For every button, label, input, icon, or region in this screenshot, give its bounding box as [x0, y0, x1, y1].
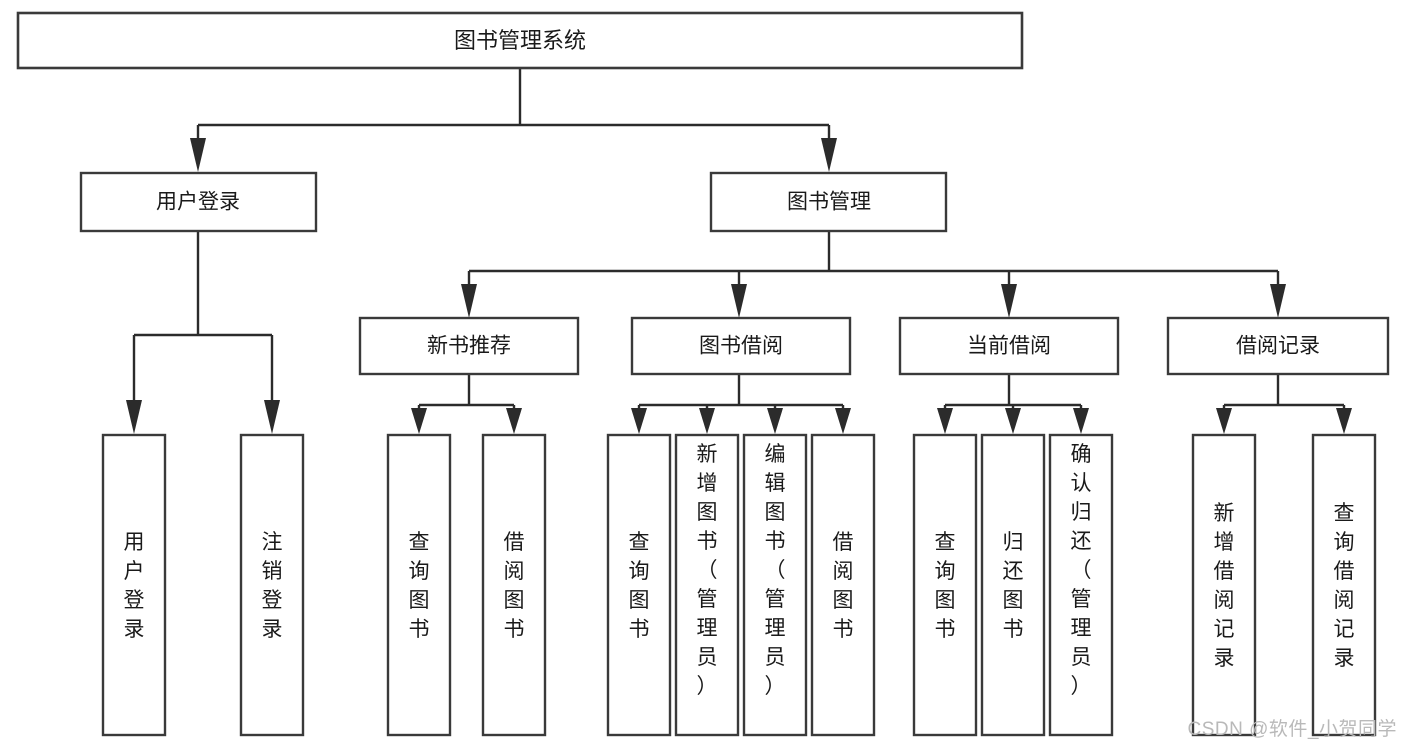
connectors-layer	[126, 68, 1352, 434]
node-box[interactable]	[1048, 433, 1114, 737]
node-book-management[interactable]: 图书管理	[709, 171, 948, 233]
node-box[interactable]	[980, 433, 1046, 737]
node-box[interactable]	[16, 11, 1024, 70]
arrow-head-icon	[835, 408, 851, 434]
arrow-head-icon	[767, 408, 783, 434]
leaf-node-query-book-current[interactable]: 查询图书	[912, 433, 978, 737]
node-box[interactable]	[386, 433, 452, 737]
leaf-label-vertical: 确认归还（管理员）	[1071, 443, 1092, 698]
node-borrow-record[interactable]: 借阅记录	[1166, 316, 1390, 376]
leaf-node-query-book-recommend[interactable]: 查询图书	[386, 433, 452, 737]
node-box[interactable]	[101, 433, 167, 737]
arrow-head-icon	[1270, 284, 1286, 318]
arrow-head-icon	[699, 408, 715, 434]
node-user-login[interactable]: 用户登录	[79, 171, 318, 233]
leaf-node-user-login[interactable]: 用户登录	[101, 433, 167, 737]
leaf-node-borrow-book-recommend[interactable]: 借阅图书	[481, 433, 547, 737]
node-label: 新书推荐	[427, 335, 511, 358]
connector-record-to-leaves	[1216, 374, 1352, 434]
node-box[interactable]	[742, 433, 808, 737]
leaf-node-borrow-book[interactable]: 借阅图书	[810, 433, 876, 737]
leaf-node-add-book-admin[interactable]: 新增图书（管理员）	[674, 433, 740, 737]
arrow-head-icon	[411, 408, 427, 434]
leaf-node-query-book-borrow[interactable]: 查询图书	[606, 433, 672, 737]
node-label: 图书管理系统	[454, 28, 586, 53]
node-box[interactable]	[481, 433, 547, 737]
arrow-head-icon	[821, 138, 837, 172]
node-box[interactable]	[1311, 433, 1377, 737]
leaf-label-vertical: 归还图书	[1003, 531, 1024, 641]
leaf-label-vertical: 借阅图书	[504, 531, 525, 641]
leaf-label-vertical: 用户登录	[124, 531, 145, 641]
connector-userlogin-to-leaves	[126, 231, 280, 434]
arrow-head-icon	[937, 408, 953, 434]
connector-borrow-to-leaves	[631, 374, 851, 434]
leaf-label-vertical: 借阅图书	[833, 531, 854, 641]
connector-current-to-leaves	[937, 374, 1089, 434]
node-label: 当前借阅	[967, 335, 1051, 358]
arrow-head-icon	[1001, 284, 1017, 318]
node-current-borrow[interactable]: 当前借阅	[898, 316, 1120, 376]
node-box[interactable]	[606, 433, 672, 737]
arrow-head-icon	[264, 400, 280, 434]
node-box[interactable]	[239, 433, 305, 737]
node-box[interactable]	[709, 171, 948, 233]
leaf-label-vertical: 新增借阅记录	[1214, 502, 1235, 670]
leaf-label-vertical: 编辑图书（管理员）	[765, 443, 786, 698]
node-label: 用户登录	[156, 191, 240, 214]
arrow-head-icon	[1216, 408, 1232, 434]
node-box[interactable]	[630, 316, 852, 376]
arrow-head-icon	[1005, 408, 1021, 434]
leaf-node-return-book[interactable]: 归还图书	[980, 433, 1046, 737]
arrow-head-icon	[126, 400, 142, 434]
arrow-head-icon	[631, 408, 647, 434]
node-label: 图书管理	[787, 191, 871, 214]
leaf-node-edit-book-admin[interactable]: 编辑图书（管理员）	[742, 433, 808, 737]
node-box[interactable]	[912, 433, 978, 737]
arrow-head-icon	[1336, 408, 1352, 434]
leaf-label-vertical: 新增图书（管理员）	[697, 443, 718, 698]
node-box[interactable]	[1191, 433, 1257, 737]
node-box[interactable]	[79, 171, 318, 233]
node-box[interactable]	[674, 433, 740, 737]
node-box[interactable]	[1166, 316, 1390, 376]
arrow-head-icon	[506, 408, 522, 434]
leaf-label-vertical: 注销登录	[262, 531, 283, 641]
nodes-layer: 图书管理系统 用户登录 图书管理 新书推荐 图书借阅	[16, 11, 1390, 737]
leaf-node-add-borrow-record[interactable]: 新增借阅记录	[1191, 433, 1257, 737]
leaf-label-vertical: 查询图书	[409, 531, 430, 641]
leaf-node-confirm-return-admin[interactable]: 确认归还（管理员）	[1048, 433, 1114, 737]
arrow-head-icon	[731, 284, 747, 318]
arrow-head-icon	[461, 284, 477, 318]
node-label: 图书借阅	[699, 335, 783, 358]
connector-root-to-level1	[190, 68, 837, 172]
node-box[interactable]	[898, 316, 1120, 376]
node-new-book-recommend[interactable]: 新书推荐	[358, 316, 580, 376]
leaf-node-logout[interactable]: 注销登录	[239, 433, 305, 737]
connector-newbook-to-leaves	[411, 374, 522, 434]
leaf-label-vertical: 查询借阅记录	[1334, 502, 1355, 670]
node-book-borrow[interactable]: 图书借阅	[630, 316, 852, 376]
node-label: 借阅记录	[1236, 335, 1320, 358]
leaf-node-query-borrow-record[interactable]: 查询借阅记录	[1311, 433, 1377, 737]
leaf-label-vertical: 查询图书	[629, 531, 650, 641]
arrow-head-icon	[1073, 408, 1089, 434]
connector-bookmgmt-to-level2	[461, 231, 1286, 318]
node-box[interactable]	[810, 433, 876, 737]
node-root-book-management-system[interactable]: 图书管理系统	[16, 11, 1024, 70]
leaf-label-vertical: 查询图书	[935, 531, 956, 641]
arrow-head-icon	[190, 138, 206, 172]
node-box[interactable]	[358, 316, 580, 376]
